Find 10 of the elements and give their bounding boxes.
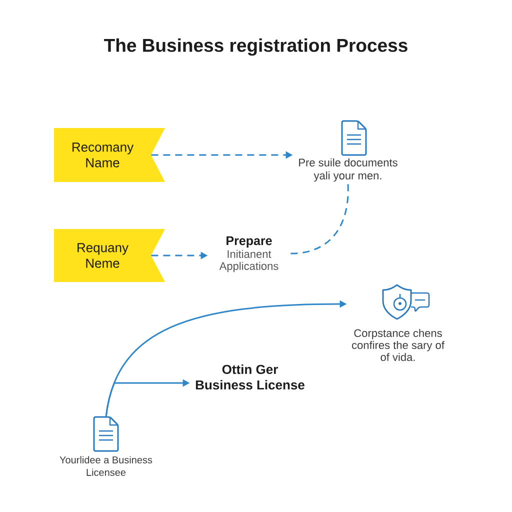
connector-line: [290, 184, 349, 254]
flag-banner: Recomany Name: [54, 128, 165, 182]
step-text: Yourlidee a Business Licensee: [60, 456, 152, 476]
step-heading: Ottin Ger Business License: [196, 364, 304, 390]
step-text: Corpstance chens confires the sary of of vida.: [352, 328, 444, 362]
step-text: Initianent Applications: [219, 250, 278, 272]
step-heading: Prepare: [226, 236, 272, 248]
flag-banner: Requany Neme: [54, 229, 165, 282]
title: The Business registration Process: [104, 38, 408, 56]
step-text: Pre suile documents yali your men.: [299, 158, 398, 182]
